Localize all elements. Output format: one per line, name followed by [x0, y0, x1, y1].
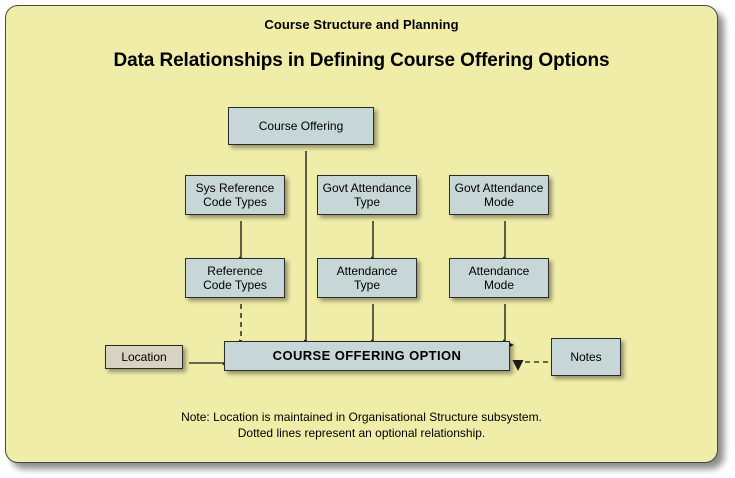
diagram-footnote: Note: Location is maintained in Organisa… — [181, 410, 542, 440]
connector-layer — [189, 151, 557, 371]
entity-box-course-offering[interactable]: Course Offering — [228, 107, 374, 145]
diagram-panel: Course Structure and Planning Data Relat… — [5, 5, 718, 463]
entity-box-notes[interactable]: Notes — [551, 338, 621, 376]
entity-box-govt-attendance-mode[interactable]: Govt Attendance Mode — [449, 175, 549, 215]
entity-box-attendance-mode[interactable]: Attendance Mode — [449, 258, 549, 298]
entity-box-govt-attendance-type[interactable]: Govt Attendance Type — [317, 175, 417, 215]
entity-box-attendance-type[interactable]: Attendance Type — [317, 258, 417, 298]
entity-box-course-offering-option[interactable]: COURSE OFFERING OPTION — [224, 341, 510, 371]
entity-box-location[interactable]: Location — [105, 345, 183, 369]
entity-box-sys-reference-code-types[interactable]: Sys Reference Code Types — [185, 175, 285, 215]
entity-box-reference-code-types[interactable]: Reference Code Types — [185, 258, 285, 298]
page-title: Data Relationships in Defining Course Of… — [113, 50, 610, 71]
diagram-subtitle: Course Structure and Planning — [264, 17, 459, 32]
